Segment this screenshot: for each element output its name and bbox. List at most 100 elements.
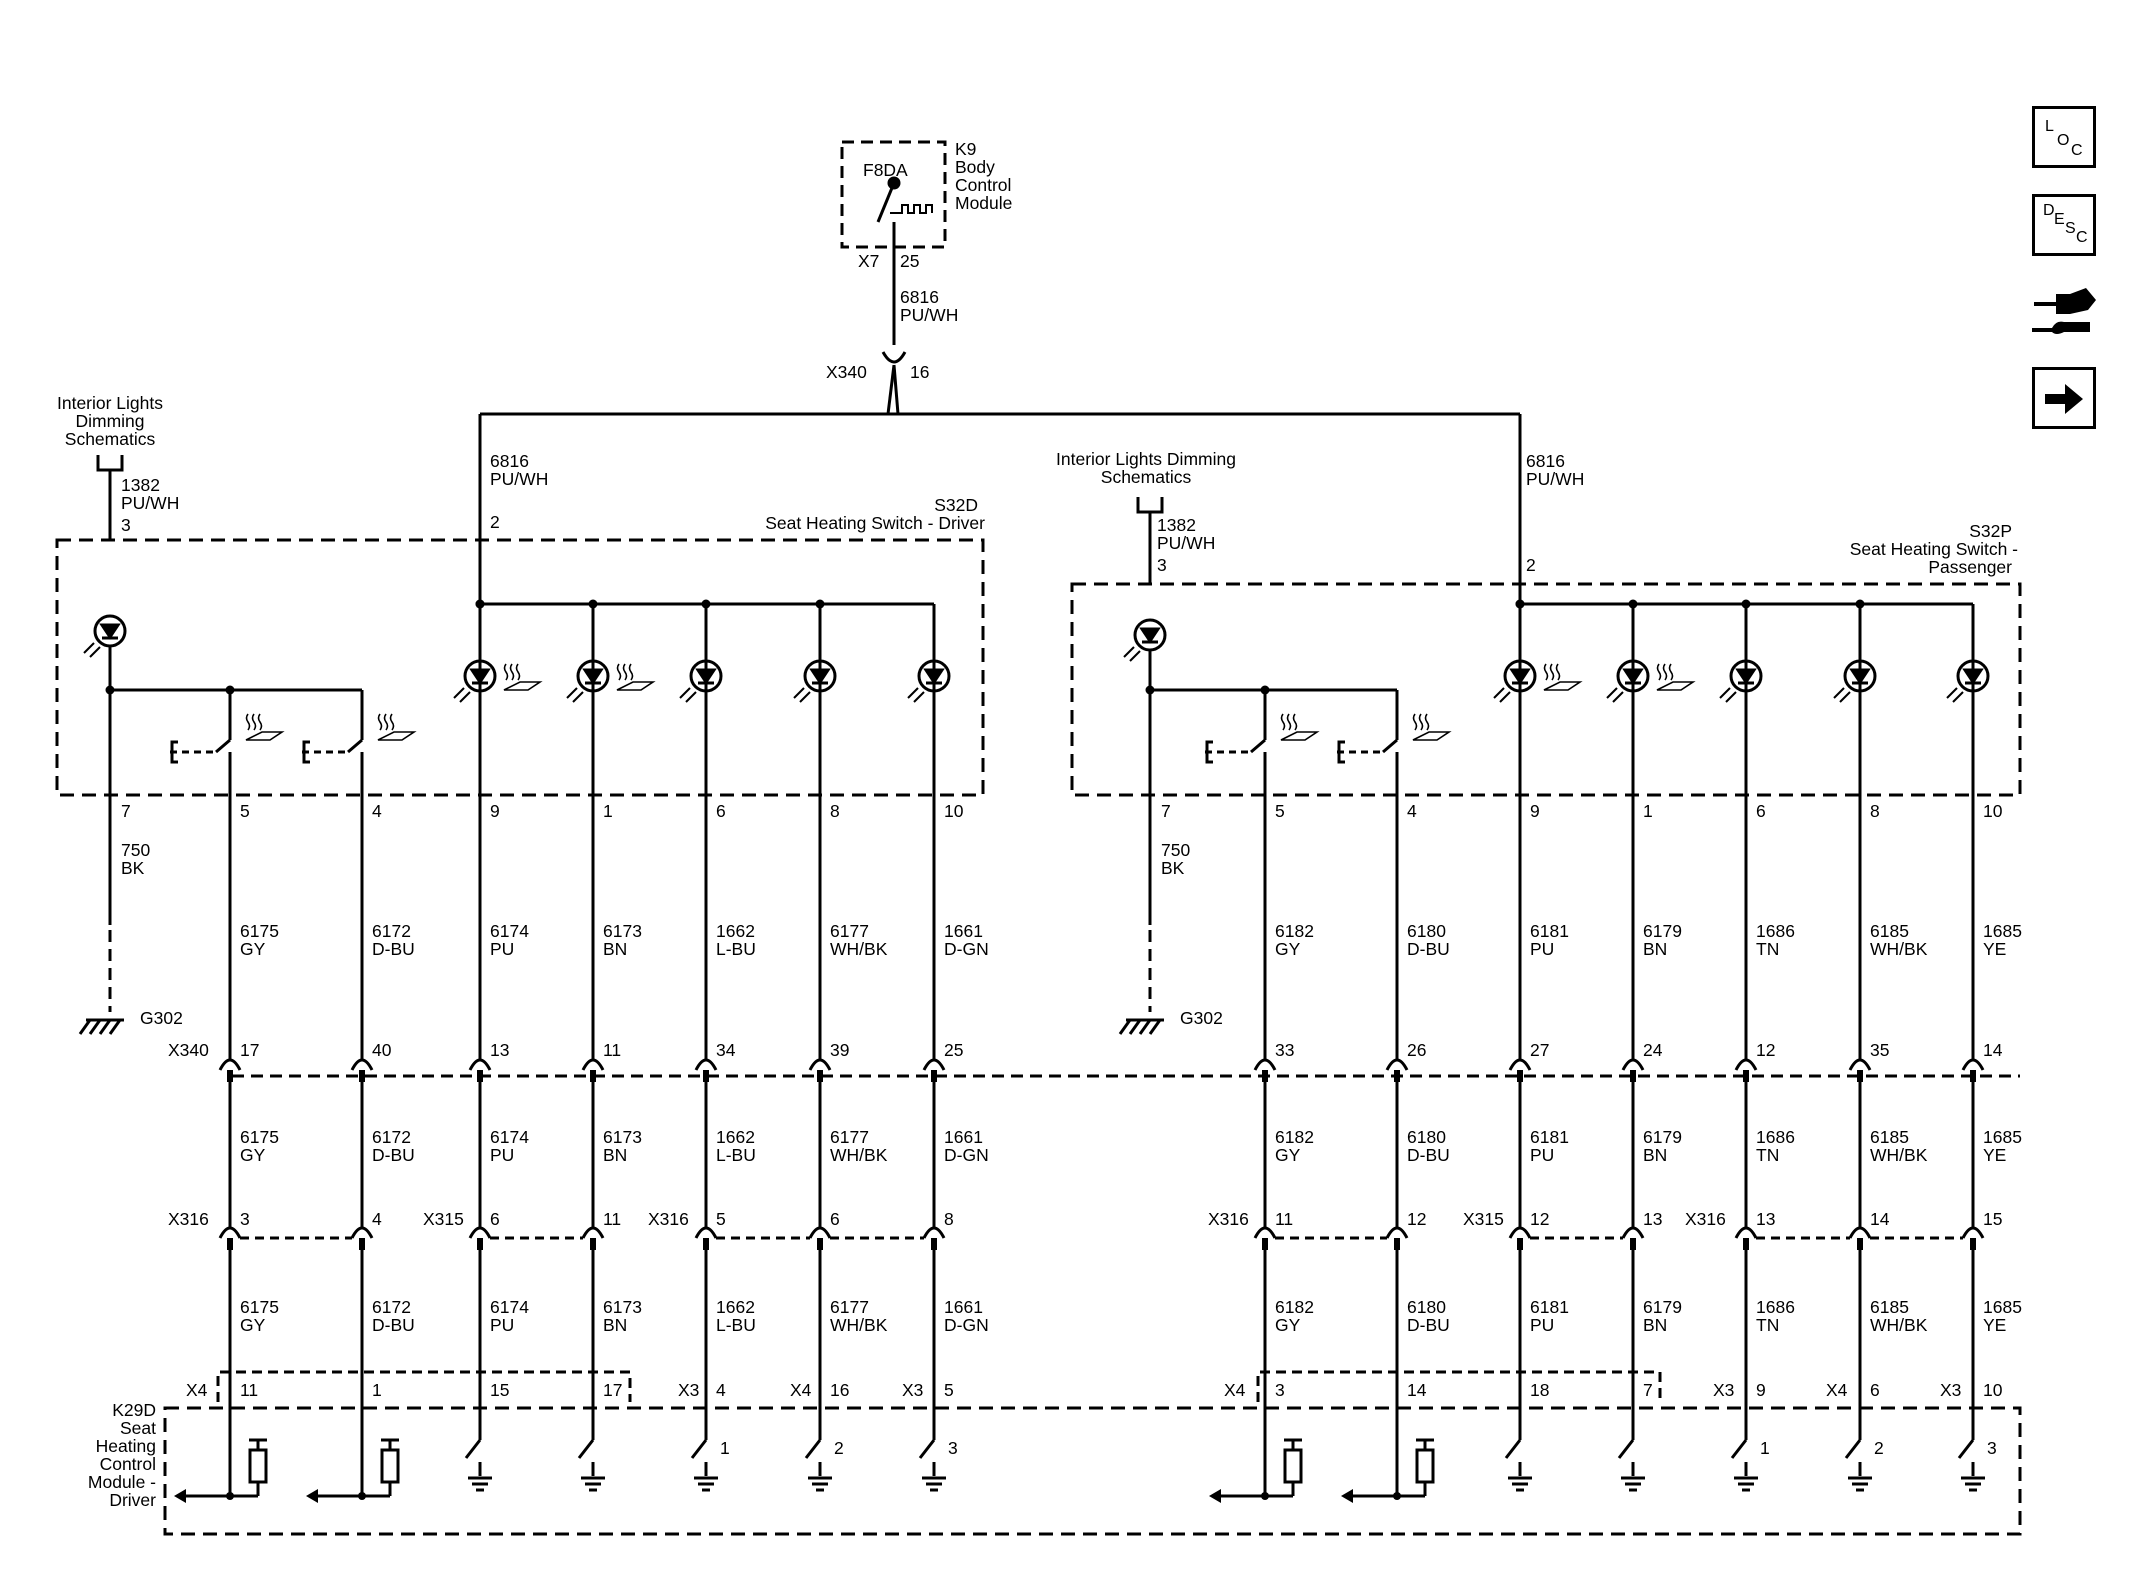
passenger-schem-2[interactable]: Schematics bbox=[1101, 467, 1192, 487]
passenger-bus-node-1 bbox=[1628, 599, 1638, 609]
passenger-wire-a-5: 6185 bbox=[1870, 921, 1909, 941]
driver-switch-box bbox=[55, 538, 985, 797]
x340-top-connector: X340 bbox=[826, 362, 867, 382]
driver-bus-node-3 bbox=[815, 599, 825, 609]
driver-mod-pin-5: 16 bbox=[830, 1380, 849, 1400]
passenger-wire-c-2: 6181 bbox=[1530, 1297, 1569, 1317]
bcm-pin: 25 bbox=[900, 251, 919, 271]
next-button[interactable] bbox=[2032, 367, 2096, 429]
passenger-wire-b-1: 6180 bbox=[1407, 1127, 1446, 1147]
module-name-3: Heating bbox=[96, 1436, 156, 1456]
passenger-x340-pin-1: 26 bbox=[1407, 1040, 1426, 1060]
driver-dim-pin: 3 bbox=[121, 515, 131, 535]
driver-out-arrow-1 bbox=[306, 1489, 318, 1503]
driver-schem-2[interactable]: Dimming bbox=[75, 411, 144, 431]
driver-x340-conn-5 bbox=[808, 1058, 832, 1071]
driver-x31x-conn-1-pin bbox=[359, 1238, 365, 1250]
driver-module-gnd-2 bbox=[468, 1476, 492, 1492]
desc-button[interactable]: D E S C bbox=[2032, 194, 2096, 256]
module-name-5: Module - bbox=[88, 1472, 156, 1492]
driver-module-switch-2 bbox=[464, 1439, 482, 1459]
driver-color-a-1: D-BU bbox=[372, 939, 415, 959]
driver-wire-c-5: 6177 bbox=[830, 1297, 869, 1317]
driver-mod-pin-2: 15 bbox=[490, 1380, 509, 1400]
passenger-x3b-label: X3 bbox=[1940, 1380, 1961, 1400]
driver-color-b-0: GY bbox=[240, 1145, 266, 1165]
driver-color-b-3: BN bbox=[603, 1145, 627, 1165]
driver-wire-a-1: 6172 bbox=[372, 921, 411, 941]
driver-x340-conn-6 bbox=[922, 1058, 946, 1071]
driver-res-node-1 bbox=[358, 1492, 366, 1500]
passenger-x340-pin-6: 14 bbox=[1983, 1040, 2003, 1060]
passenger-wire-a-2: 6181 bbox=[1530, 921, 1569, 941]
passenger-switch-stop-1 bbox=[1337, 740, 1345, 764]
passenger-x31x-conn-2-pin bbox=[1517, 1238, 1523, 1250]
driver-x31x-pin-5: 6 bbox=[830, 1209, 840, 1229]
passenger-pin-1: 4 bbox=[1407, 801, 1417, 821]
passenger-supply-color: PU/WH bbox=[1526, 469, 1584, 489]
driver-schem-1[interactable]: Interior Lights bbox=[57, 393, 163, 413]
passenger-color-c-6: YE bbox=[1983, 1315, 2006, 1335]
loc-button[interactable]: L O C bbox=[2032, 106, 2096, 168]
driver-x340-pin-1: 40 bbox=[372, 1040, 392, 1060]
passenger-supply-pin: 2 bbox=[1526, 555, 1536, 575]
driver-mod-pin-6: 5 bbox=[944, 1380, 954, 1400]
passenger-x31x-conn-1-pin bbox=[1394, 1238, 1400, 1250]
driver-x340-pin-2: 13 bbox=[490, 1040, 509, 1060]
x315-passenger-label: X315 bbox=[1463, 1209, 1504, 1229]
passenger-ground-color: BK bbox=[1161, 858, 1185, 878]
passenger-color-b-6: YE bbox=[1983, 1145, 2006, 1165]
passenger-module-switch-5 bbox=[1844, 1439, 1862, 1459]
driver-bus-node-2 bbox=[701, 599, 711, 609]
passenger-indicator-led-3 bbox=[1606, 659, 1650, 703]
passenger-x31x-conn-0-pin bbox=[1262, 1238, 1268, 1250]
passenger-x340-pin-4: 12 bbox=[1756, 1040, 1775, 1060]
passenger-wire-c-6: 1685 bbox=[1983, 1297, 2022, 1317]
driver-x31x-conn-3 bbox=[581, 1226, 605, 1239]
passenger-wire-b-3: 6179 bbox=[1643, 1127, 1682, 1147]
passenger-x3a-label: X3 bbox=[1713, 1380, 1734, 1400]
passenger-module-switch-3 bbox=[1617, 1439, 1635, 1459]
passenger-indicator-led-4 bbox=[1719, 659, 1763, 703]
passenger-wire-b-4: 1686 bbox=[1756, 1127, 1795, 1147]
driver-x31x-conn-6 bbox=[922, 1226, 946, 1239]
passenger-pin-4: 6 bbox=[1756, 801, 1766, 821]
driver-wire-c-0: 6175 bbox=[240, 1297, 279, 1317]
passenger-x340-pin-5: 35 bbox=[1870, 1040, 1889, 1060]
x316b-driver-label: X316 bbox=[648, 1209, 689, 1229]
passenger-supply-node bbox=[1515, 599, 1525, 609]
driver-mod-pin-4: 4 bbox=[716, 1380, 726, 1400]
passenger-color-a-2: PU bbox=[1530, 939, 1554, 959]
driver-seat-heat-icon-0 bbox=[245, 713, 285, 741]
driver-color-c-5: WH/BK bbox=[830, 1315, 888, 1335]
passenger-mod-pin-6: 10 bbox=[1983, 1380, 2003, 1400]
passenger-switch-ref: S32P bbox=[1969, 521, 2012, 541]
passenger-dim-pin: 3 bbox=[1157, 555, 1167, 575]
driver-supply-node bbox=[475, 599, 485, 609]
bcm-ref: K9 bbox=[955, 139, 976, 159]
passenger-wire-c-5: 6185 bbox=[1870, 1297, 1909, 1317]
driver-schem-3[interactable]: Schematics bbox=[65, 429, 156, 449]
passenger-x340-conn-5-pin bbox=[1857, 1070, 1863, 1082]
module-name-1: K29D bbox=[112, 1400, 156, 1420]
passenger-switch-blade-0 bbox=[1250, 738, 1266, 754]
passenger-x31x-pin-3: 13 bbox=[1643, 1209, 1662, 1229]
passenger-x340-conn-6 bbox=[1961, 1058, 1985, 1071]
passenger-color-b-0: GY bbox=[1275, 1145, 1301, 1165]
passenger-color-c-0: GY bbox=[1275, 1315, 1301, 1335]
driver-switch-blade-1 bbox=[347, 738, 363, 754]
passenger-seat-heat-icon-3 bbox=[1656, 663, 1696, 691]
passenger-x31x-pin-5: 14 bbox=[1870, 1209, 1890, 1229]
connector-wrench-icon[interactable] bbox=[2030, 280, 2100, 344]
driver-x340-pin-0: 17 bbox=[240, 1040, 259, 1060]
driver-x31x-conn-2 bbox=[468, 1226, 492, 1239]
driver-wire-a-3: 6173 bbox=[603, 921, 642, 941]
passenger-out-arrow-0 bbox=[1209, 1489, 1221, 1503]
driver-wire-b-6: 1661 bbox=[944, 1127, 983, 1147]
passenger-switch-blade-1 bbox=[1382, 738, 1398, 754]
driver-resistor-1 bbox=[380, 1448, 400, 1484]
passenger-schem-1[interactable]: Interior Lights Dimming bbox=[1056, 449, 1236, 469]
driver-resistor-0 bbox=[248, 1448, 268, 1484]
passenger-resistor-0 bbox=[1283, 1448, 1303, 1484]
driver-color-c-3: BN bbox=[603, 1315, 627, 1335]
